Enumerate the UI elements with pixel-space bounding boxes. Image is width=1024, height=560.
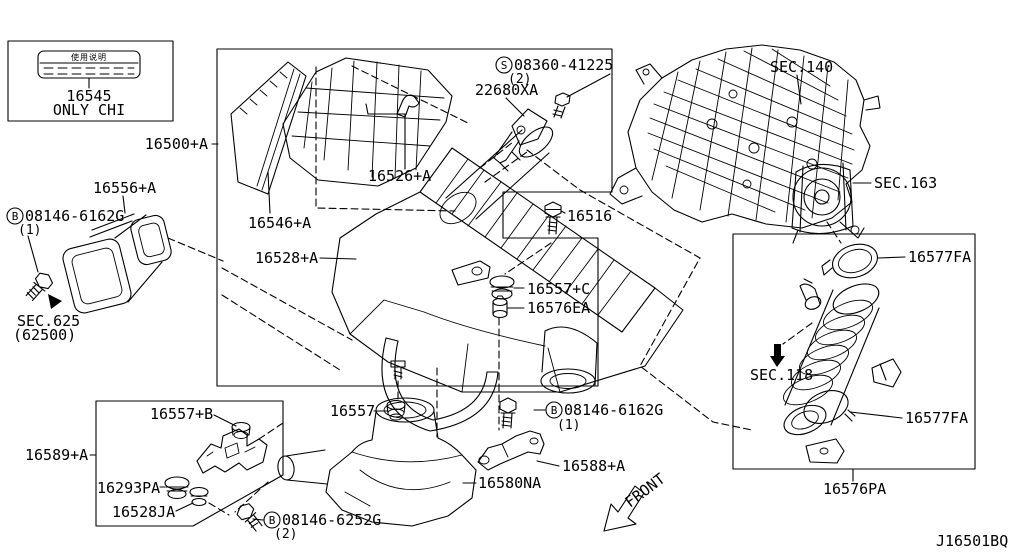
grommet-16557b — [231, 421, 251, 439]
corrugated-duct-drawing — [783, 243, 902, 464]
ref-plate-title: 使用说明 — [71, 52, 107, 62]
circled-b-icon: B — [551, 404, 558, 417]
fastener-label-b-bottom: B 08146-6252G (2) — [263, 511, 381, 542]
air-cleaner-case-drawing — [331, 126, 684, 432]
fastener-qty: (2) — [274, 527, 297, 542]
part-label-16576pa: 16576PA — [823, 480, 886, 498]
leader-lines — [27, 73, 906, 521]
resonator-drawing — [277, 397, 477, 527]
main-assembly-box — [216, 48, 613, 387]
bolt-08146-6252g — [236, 503, 263, 532]
part-label-16577fa-upper: 16577FA — [908, 248, 971, 266]
air-cleaner-cover-drawing — [282, 57, 453, 187]
fastener-qty: (2) — [508, 72, 531, 87]
hose-side-port — [804, 296, 822, 310]
intake-manifold-drawing — [609, 44, 881, 229]
section-label-625-ref: (62500) — [13, 326, 76, 344]
circled-s-icon: S — [501, 59, 508, 72]
maf-sensor-drawing — [493, 108, 548, 164]
fastener-qty: (1) — [557, 418, 580, 433]
section-label-118: SEC.118 — [750, 366, 813, 384]
fastener-label-b-right: B 08146-6162G (1) — [545, 401, 663, 433]
part-label-16528ja: 16528JA — [112, 503, 175, 521]
part-label-16588: 16588+A — [562, 457, 625, 475]
part-label-16576ea: 16576EA — [527, 299, 590, 317]
part-label-16526: 16526+A — [368, 167, 431, 185]
maf-screw-drawing — [552, 92, 571, 119]
part-label-16516: 16516 — [567, 207, 612, 225]
air-filter-element-drawing — [230, 61, 307, 195]
part-label-16557: 16557 — [330, 402, 375, 420]
section-label-140: SEC.140 — [770, 58, 833, 76]
grommet-16528ja — [189, 486, 209, 507]
fastener-number: 08146-6162G — [25, 207, 124, 225]
circled-b-icon: B — [269, 514, 276, 527]
part-label-16500: 16500+A — [145, 135, 208, 153]
section-label-625: SEC.625 — [17, 312, 80, 330]
part-label-16293pa: 16293PA — [97, 479, 160, 497]
sec625-pointer-arrow — [48, 294, 62, 309]
grommet-16557c — [489, 275, 515, 300]
grommet-16557 — [386, 399, 406, 421]
fastener-qty: (1) — [18, 223, 41, 238]
fastener-number: 08146-6252G — [282, 511, 381, 529]
sec118-pointer-arrow — [770, 344, 785, 367]
cover-hook-clip — [396, 94, 420, 118]
part-label-16589: 16589+A — [25, 446, 88, 464]
part-label-16577fa-lower: 16577FA — [905, 409, 968, 427]
section-label-163: SEC.163 — [874, 174, 937, 192]
front-label: FRONT — [622, 470, 669, 512]
throttle-body-drawing — [791, 162, 865, 244]
grommet-16293pa — [164, 476, 190, 500]
mount-bracket-16588-drawing — [477, 430, 545, 471]
bracket-parts-box — [95, 400, 284, 527]
part-label-16557c: 16557+C — [527, 280, 590, 298]
mount-bracket-16589-drawing — [196, 428, 268, 474]
assembly-dashed-lines — [167, 65, 842, 516]
bolt-16516 — [544, 201, 562, 235]
air-duct-box — [732, 233, 976, 470]
diagram-code: J16501BQ — [936, 532, 1008, 550]
part-label-16545: 16545 — [66, 87, 111, 105]
part-label-16557b: 16557+B — [150, 405, 213, 423]
labels: 使用说明 16545 ONLY CHI 16500+A 16556+A B 08… — [6, 52, 1008, 550]
part-label-16580na: 16580NA — [478, 474, 541, 492]
fastener-number: 08360-41225 — [514, 56, 613, 74]
part-label-16528: 16528+A — [255, 249, 318, 267]
bolt-08146-6162g-right — [499, 397, 517, 429]
fastener-number: 08146-6162G — [564, 401, 663, 419]
circled-b-icon: B — [12, 210, 19, 223]
fastener-label-b-left: B 08146-6162G (1) — [6, 207, 124, 238]
ref-plate-note: ONLY CHI — [53, 101, 125, 119]
part-label-22680xa: 22680XA — [475, 81, 538, 99]
front-direction-arrow — [603, 485, 645, 532]
air-inlet-duct-drawing — [62, 213, 172, 314]
part-label-16556: 16556+A — [93, 179, 156, 197]
bolt-08146-6162g-left — [25, 272, 54, 302]
ref-label-box — [7, 40, 174, 122]
spacer-16576ea — [492, 295, 508, 319]
part-label-16546: 16546+A — [248, 214, 311, 232]
hose-clamp-lower — [803, 390, 849, 424]
hose-clamp-upper — [832, 243, 878, 279]
fastener-label-s-screw: S 08360-41225 (2) — [495, 56, 613, 87]
